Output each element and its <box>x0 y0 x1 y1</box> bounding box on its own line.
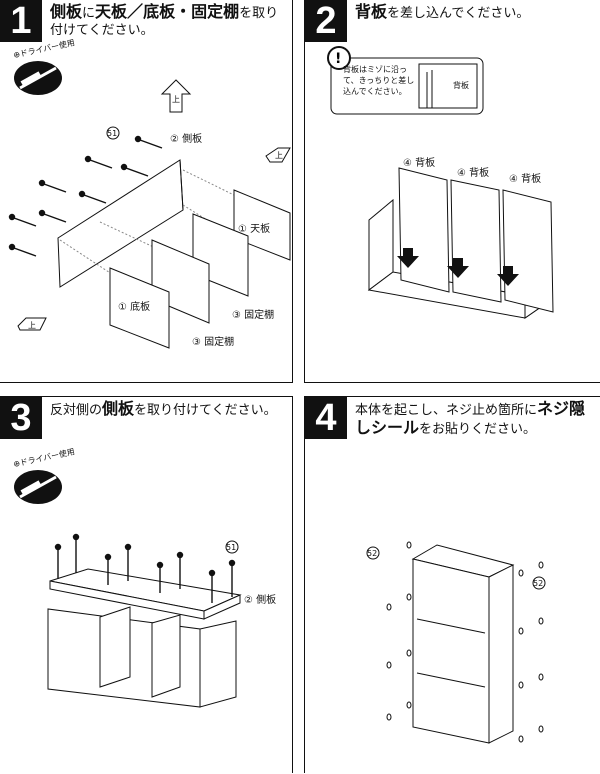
svg-text:!: ! <box>335 51 341 67</box>
screwdriver-badge: ⊕ドライバー使用 <box>12 446 76 504</box>
direction-mark-icon: 上 <box>17 317 47 331</box>
step-number: 2 <box>305 0 347 42</box>
step-instruction: 側板に天板／底板・固定棚を取り付けてください。 <box>50 3 286 39</box>
text: 反対側の <box>50 403 103 418</box>
side-board-label: ② 側板 <box>244 593 276 606</box>
shelf-unit <box>367 167 554 319</box>
step-2-panel: 2 背板を差し込んでください。 ! ④ 背板 ④ 背板 <box>304 0 600 383</box>
svg-text:上: 上 <box>275 151 283 160</box>
down-arrow-icon <box>397 248 519 286</box>
text-bold: 背板 <box>355 2 388 21</box>
svg-text:上: 上 <box>172 95 180 104</box>
up-arrow-icon: 上 <box>160 79 192 113</box>
text-bold: 側板 <box>50 2 83 21</box>
screw-51-label: 51 <box>225 540 239 554</box>
top-board-label: ① 天板 <box>238 222 270 235</box>
step-2-diagram: ! ④ 背板 ④ 背板 ④ 背板 <box>327 46 554 319</box>
screw-51-label: 51 <box>106 126 120 140</box>
svg-text:上: 上 <box>28 321 36 330</box>
svg-text:52: 52 <box>367 549 377 558</box>
tool-badge-label: ⊕ドライバー使用 <box>12 37 75 60</box>
fixed-shelf-label: ③ 固定棚 <box>192 335 234 348</box>
step-instruction: 反対側の側板を取り付けてください。 <box>50 400 286 419</box>
back-board-label: ④ 背板 <box>509 172 541 185</box>
screws <box>8 135 163 257</box>
text-bold: ／ <box>127 2 144 21</box>
step-number: 1 <box>0 0 42 42</box>
step-number: 4 <box>305 397 347 439</box>
sticker-52-label: 52 <box>366 546 380 560</box>
side-board <box>57 159 184 288</box>
note-inset-label: 背板 <box>453 81 469 90</box>
text-bold: 底板・固定棚 <box>143 2 240 21</box>
step-instruction: 本体を起こし、ネジ止め箇所にネジ隠しシールをお貼りください。 <box>355 400 594 438</box>
svg-text:52: 52 <box>533 579 543 588</box>
step-4-diagram: 52 52 <box>366 541 546 744</box>
text-bold: 天板 <box>95 2 128 21</box>
text: 本体を起こし、ネジ止め箇所に <box>355 403 538 418</box>
tool-badge-label: ⊕ドライバー使用 <box>12 446 75 469</box>
svg-text:51: 51 <box>107 129 117 138</box>
note-inset <box>418 63 478 109</box>
text: を差し込んでください。 <box>387 6 530 21</box>
step-4-panel: 4 本体を起こし、ネジ止め箇所にネジ隠しシールをお貼りください。 <box>304 396 600 773</box>
shelf-unit <box>47 606 237 708</box>
sticker-dots <box>386 541 544 743</box>
note-text: 背板はミゾに沿って、きっちりと差し込んでください。 <box>343 65 415 96</box>
fixed-shelf-label: ③ 固定棚 <box>232 308 274 321</box>
svg-text:51: 51 <box>226 543 236 552</box>
warning-icon: ! <box>327 46 351 70</box>
text: を取り付けてください。 <box>134 403 277 418</box>
bottom-board-label: ① 底板 <box>118 300 150 313</box>
step-1-diagram: ⊕ドライバー使用 上 上 上 <box>8 37 291 349</box>
text: に <box>82 6 96 21</box>
text: をお貼りください。 <box>419 422 537 437</box>
screws <box>54 533 236 603</box>
back-board-label: ④ 背板 <box>457 166 489 179</box>
side-board <box>49 568 242 620</box>
step-3-diagram: ⊕ドライバー使用 51 ② 側板 <box>12 446 276 708</box>
shelf-unit-upright <box>411 544 515 744</box>
step-number: 3 <box>0 397 42 439</box>
side-board-label: ② 側板 <box>170 132 202 145</box>
bottom-board <box>109 267 170 349</box>
step-3-panel: 3 反対側の側板を取り付けてください。 ⊕ドライバー使用 <box>0 396 293 773</box>
direction-mark-icon: 上 <box>265 147 291 163</box>
step-instruction: 背板を差し込んでください。 <box>355 3 594 22</box>
text-bold: 側板 <box>102 399 135 418</box>
text-bold: ネジ隠しシール <box>355 399 586 437</box>
back-board-label: ④ 背板 <box>403 156 435 169</box>
screwdriver-badge: ⊕ドライバー使用 <box>12 37 76 95</box>
text: を取り付けてください。 <box>50 6 279 38</box>
step-1-panel: 1 側板に天板／底板・固定棚を取り付けてください。 ⊕ドライバー使用 上 上 上 <box>0 0 293 383</box>
sticker-52-label: 52 <box>532 576 546 590</box>
